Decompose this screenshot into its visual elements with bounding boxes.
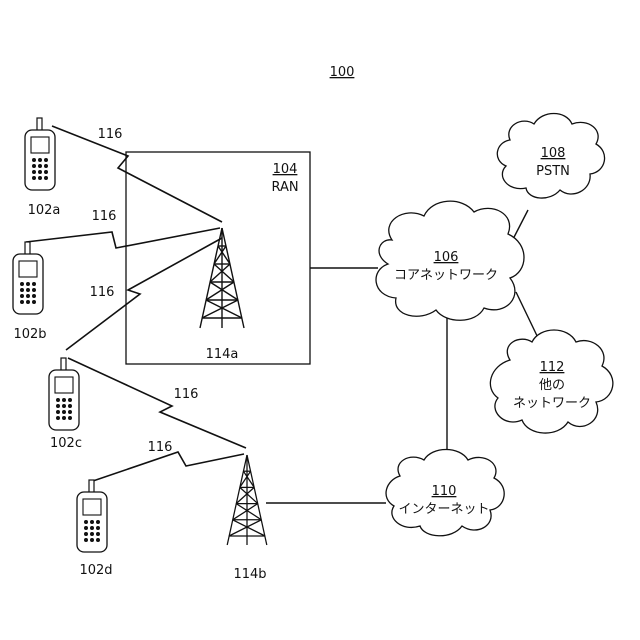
ran-label: RAN [271, 180, 298, 195]
base-station-114a-icon [200, 228, 244, 328]
air-interface-102b [26, 228, 220, 248]
air-interface-label-102c-b: 116 [174, 387, 199, 402]
ran-number: 104 [273, 162, 298, 177]
internet-number: 110 [432, 484, 457, 499]
core-network-label: コアネットワーク [394, 268, 498, 283]
other-networks-label-line2: ネットワーク [513, 396, 591, 411]
core-other-link [516, 292, 540, 342]
wtru-102b-label: 102b [13, 327, 46, 342]
base-station-114b-icon [227, 455, 267, 545]
air-interface-102d [90, 452, 244, 482]
other-networks-label-line1: 他の [539, 378, 565, 393]
base-station-114a-label: 114a [206, 347, 239, 362]
core-network-number: 106 [434, 250, 459, 265]
wtru-102a-icon [25, 118, 55, 190]
figure-number: 100 [330, 65, 355, 80]
wtru-102b-icon [13, 242, 43, 314]
wtru-102c-icon [49, 358, 79, 430]
pstn-number: 108 [541, 146, 566, 161]
other-networks-number: 112 [540, 360, 565, 375]
wtru-102d-icon [77, 480, 107, 552]
air-interface-102c-b [68, 358, 246, 448]
air-interface-label-102d: 116 [148, 440, 173, 455]
wtru-102c-label: 102c [50, 436, 82, 451]
wtru-102a-label: 102a [28, 203, 61, 218]
air-interface-label-102b: 116 [92, 209, 117, 224]
air-interface-102a [52, 126, 222, 222]
air-interface-label-102c-a: 116 [90, 285, 115, 300]
internet-label: インターネット [398, 502, 489, 517]
base-station-114b-label: 114b [233, 567, 266, 582]
air-interface-label-102a: 116 [98, 127, 123, 142]
wtru-102d-label: 102d [79, 563, 112, 578]
pstn-label: PSTN [536, 164, 570, 179]
